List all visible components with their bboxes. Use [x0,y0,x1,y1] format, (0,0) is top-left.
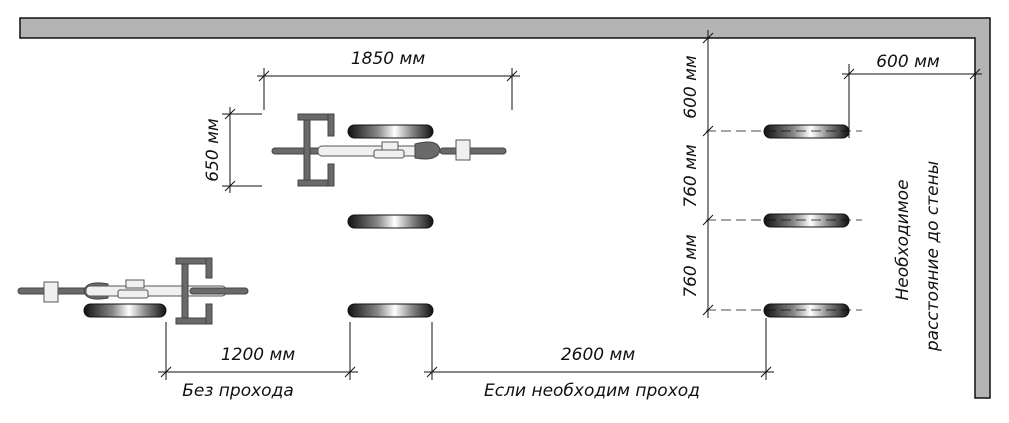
dimension-label-600-right: 600 мм [876,52,940,72]
dimension-2600: 2600 мм Если необходим проход [424,318,774,401]
dimension-label-650: 650 мм [203,118,223,182]
dimension-label-600-top: 600 мм [681,55,701,119]
tyre [347,124,434,139]
tyre [763,213,850,228]
dimension-label-760-a: 760 мм [681,144,701,208]
tyre [347,303,434,318]
dimension-650: 650 мм [203,107,262,193]
dimension-label-2600: 2600 мм [561,345,635,365]
tyre [83,303,167,318]
wall-note-line1: Необходимое [893,179,913,300]
wall [19,17,991,399]
dimension-label-760-b: 760 мм [681,234,701,298]
dimension-label-1850: 1850 мм [351,49,425,69]
label-no-passage: Без прохода [182,381,294,401]
dimension-1200: 1200 мм Без прохода [158,322,358,401]
wall-note-line2: расстояние до стены [923,161,943,352]
dimension-1850: 1850 мм [257,49,520,110]
tyre [763,124,850,139]
bicycle-bottom [17,257,249,325]
dimension-chain-vertical: 600 мм 760 мм 760 мм [681,30,714,318]
dimension-600-right: 600 мм [842,52,982,138]
bicycle-top [271,113,507,187]
dimension-label-1200: 1200 мм [221,345,295,365]
tyre [347,214,434,229]
wall-distance-note: Необходимое расстояние до стены [893,161,943,352]
label-if-passage: Если необходим проход [484,381,700,401]
tyre [763,303,850,318]
